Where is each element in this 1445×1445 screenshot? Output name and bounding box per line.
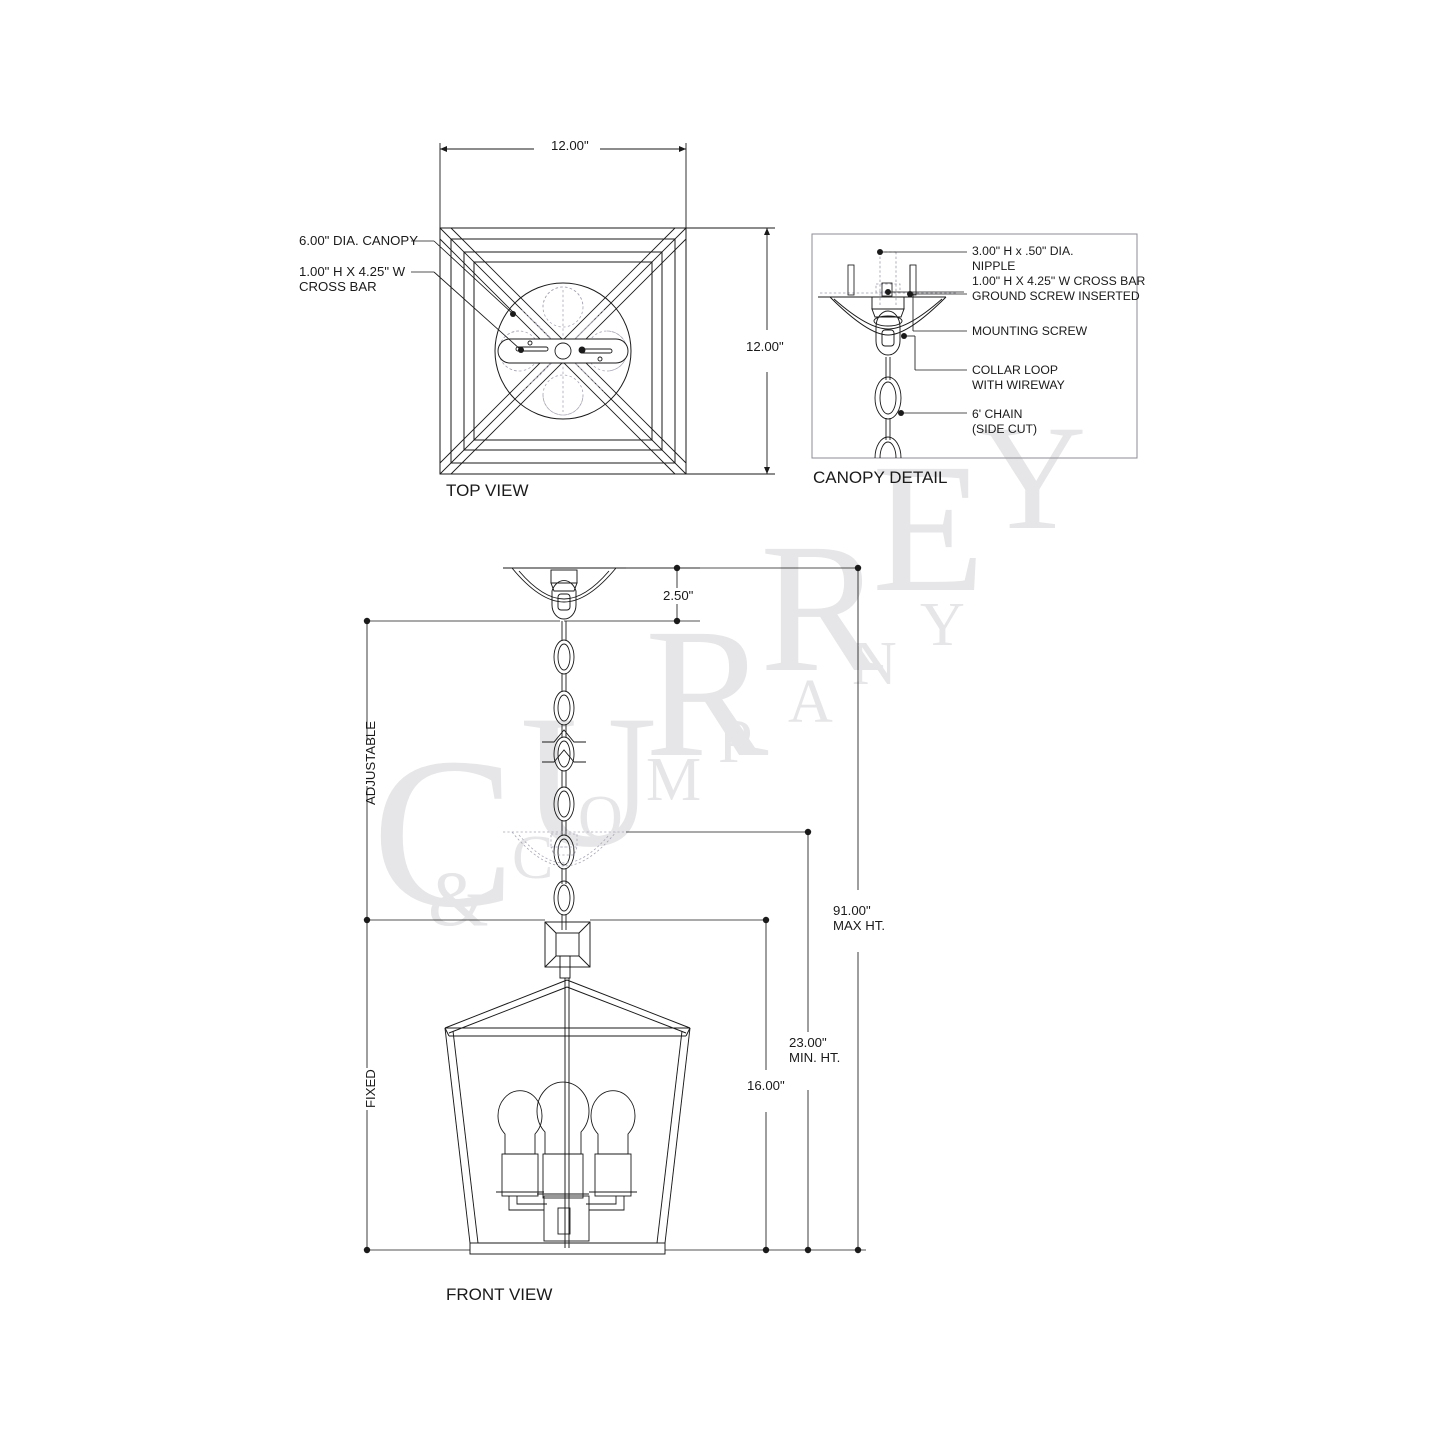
front-view-dimensions [366,567,866,1251]
bulb-glass [497,1090,543,1155]
dimension-terminators [363,564,862,1254]
watermark-letter-N: N [852,630,897,698]
dim-max-height-value: 91.00" [833,903,871,918]
callout-crossbar-ground-line1: 1.00" H X 4.25" W CROSS BAR [972,274,1146,288]
canopy-circle [494,282,632,420]
canopy-detail-leaders [880,251,967,414]
callout-nipple-line2: NIPPLE [972,259,1016,273]
leader-dot [898,410,904,416]
zone-label-fixed: FIXED [363,1069,378,1108]
bulb-cluster [496,1081,637,1242]
callout-crossbar-ground-line2: GROUND SCREW INSERTED [972,289,1140,303]
watermark-letter-Y: Y [978,395,1086,561]
canopy-detail-title: CANOPY DETAIL [813,468,948,487]
chain-link-inner [879,381,897,415]
callout-chain-line1: 6' CHAIN [972,407,1023,421]
top-view-outer-square [439,227,687,475]
callout-canopy-dia: 6.00" DIA. CANOPY [299,233,419,248]
callout-crossbar-line1: 1.00" H X 4.25" W [299,264,406,279]
dim-min-height-label: MIN. HT. [789,1050,841,1065]
canopy-detail-chain [874,357,902,459]
ground-screw [881,282,893,297]
chain-link [874,376,902,420]
chain-break-symbol [542,729,586,763]
center-hub [543,1195,590,1242]
bulb-glass [536,1081,590,1155]
cross-bar-screw-hole [597,356,603,362]
front-chain [553,621,575,930]
leader-dot [885,289,891,295]
leader-dot [510,311,516,317]
canopy-dish [818,296,947,336]
collar-loop [875,310,901,356]
front-canopy [503,567,626,620]
leader-dot [877,249,883,255]
leader-dot [907,291,913,297]
bulb-socket [542,1153,584,1199]
top-view-leaders [411,240,522,351]
watermark-letter-P: P [718,708,752,776]
cross-bar-slot-left [515,346,549,352]
bulb-socket [594,1153,632,1197]
watermark-letter-E: E [872,426,985,631]
mounting-screw-left [847,264,855,296]
dim-arrow [440,146,447,152]
bulb-glass [590,1090,636,1155]
leader-dot [901,333,907,339]
watermark-amp: & [428,855,489,942]
top-view-frame-inner2 [463,251,663,451]
hub-stem [557,1207,571,1235]
callout-collar-loop-line2: WITH WIREWAY [972,378,1065,392]
zone-label-adjustable: ADJUSTABLE [363,720,378,805]
canopy-detail-frame [811,233,1138,459]
watermark-letter-M: M [646,746,701,814]
ground-screw-dot [578,346,586,354]
top-view-width-label: 12.00" [551,138,589,153]
chain-link-partial [874,436,902,459]
top-view-width-dimension [439,143,687,228]
dim-canopy-drop: 2.50" [663,588,694,603]
dim-min-height-value: 23.00" [789,1035,827,1050]
top-view-title: TOP VIEW [446,481,529,500]
top-view-height-dimension [686,227,775,475]
front-view-title: FRONT VIEW [446,1285,553,1304]
watermark-letter-R2: R [760,506,884,711]
dim-arrow [679,146,686,152]
cross-bar-center-hole [554,342,572,360]
watermark-letter-A: A [788,668,833,736]
top-view-frame-inner1 [450,238,676,464]
callout-nipple-line1: 3.00" H x .50" DIA. [972,244,1074,258]
chain-link-partial-inner [879,441,897,459]
callout-chain-line2: (SIDE CUT) [972,422,1037,436]
leader-dot [518,347,524,353]
watermark-letter-Y2: Y [920,591,965,659]
ghost-canopy-min-position [503,831,626,867]
cross-bar-screw-hole [527,340,533,346]
watermark-letter-C: C [372,713,515,952]
watermark-letter-O: O [578,784,623,852]
dim-max-height-label: MAX HT. [833,918,886,933]
lantern-cage [444,978,691,1255]
finial-block [544,921,591,979]
callout-mounting-screw: MOUNTING SCREW [972,324,1088,338]
top-view-height-label: 12.00" [746,339,784,354]
dim-body-height: 16.00" [747,1078,785,1093]
collar-wireway [881,329,895,347]
bulb-socket [501,1153,539,1197]
watermark-letter-U: U [520,677,657,887]
top-view-frame-inner3 [473,261,653,441]
watermark-letter-R1: R [645,591,769,796]
callout-collar-loop-line1: COLLAR LOOP [972,363,1059,377]
callout-crossbar-line2: CROSS BAR [299,279,377,294]
